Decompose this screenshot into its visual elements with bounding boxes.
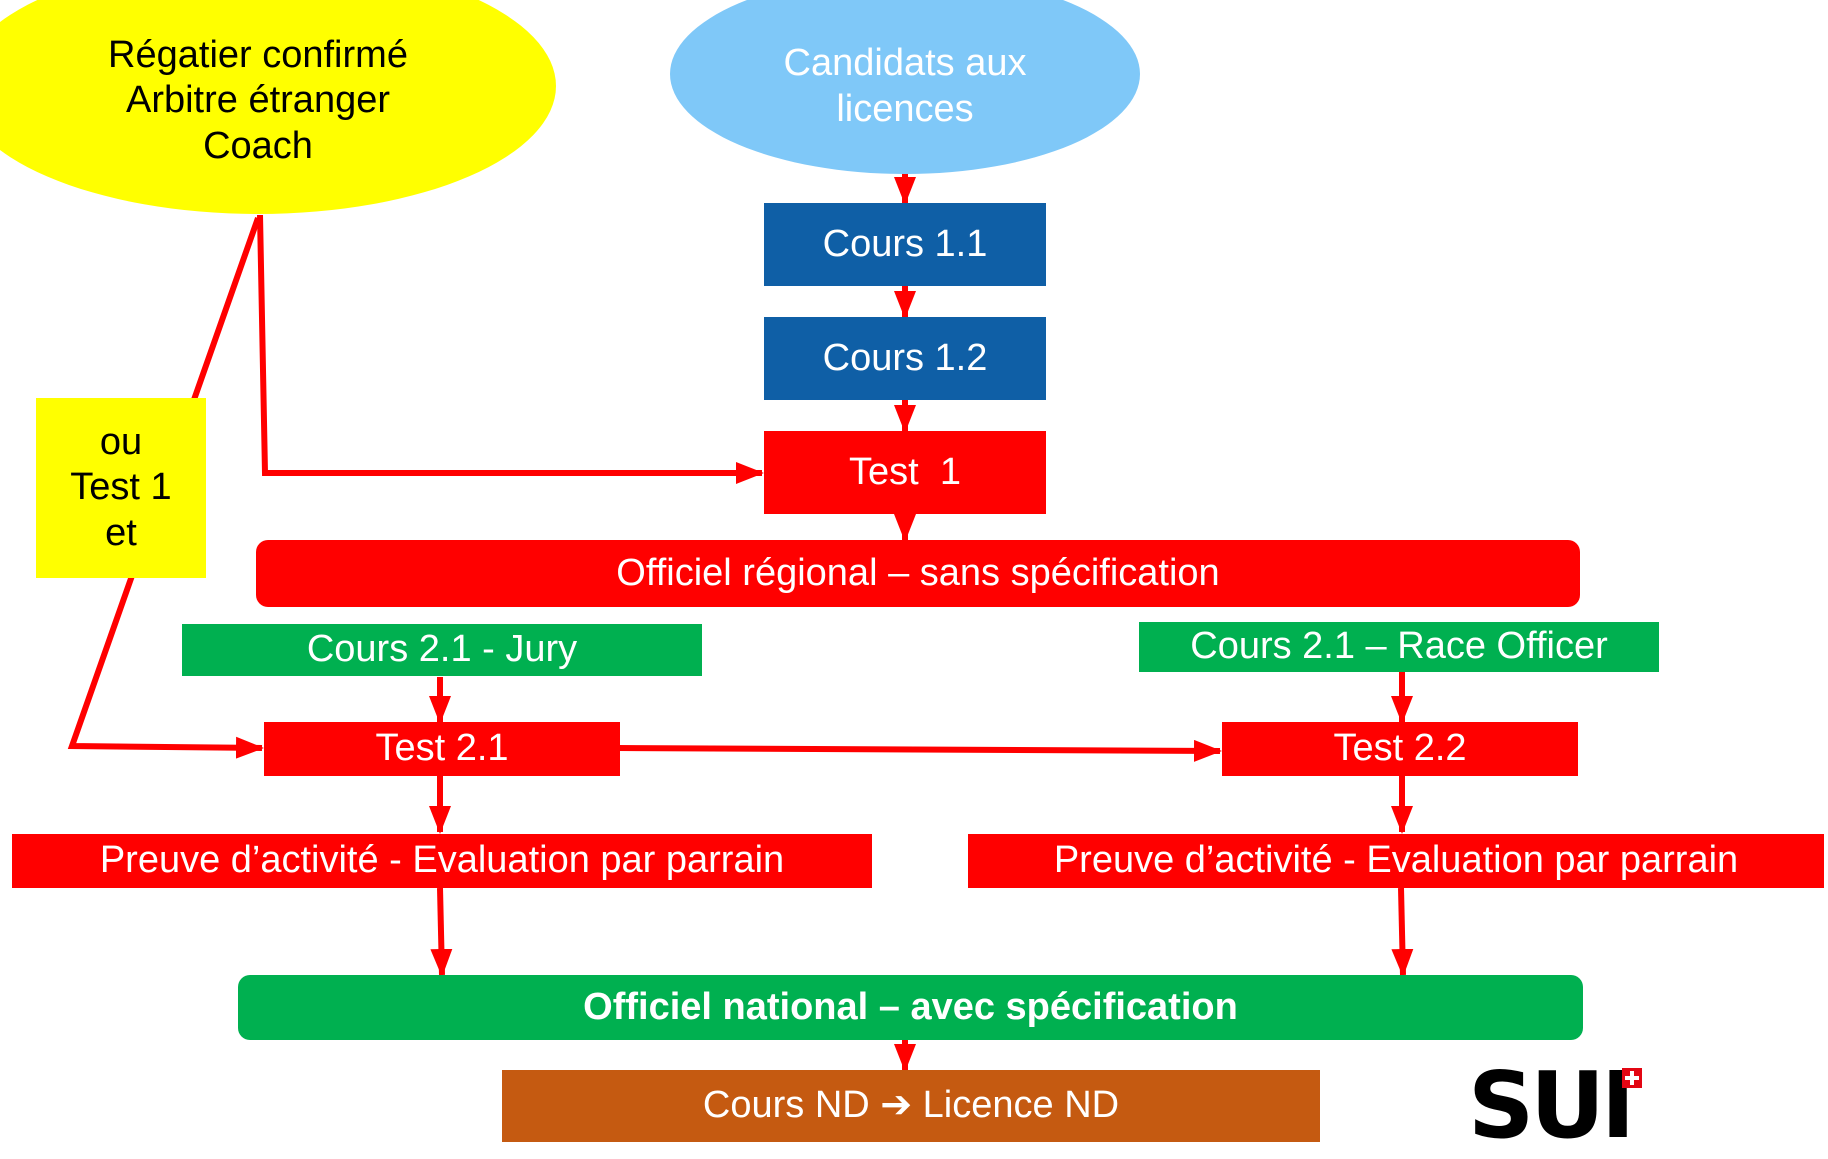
officiel-national-label: Officiel national – avec spécification <box>583 985 1238 1028</box>
officiel-regional-box: Officiel régional – sans spécification <box>256 540 1580 607</box>
regatier-line3: Coach <box>203 124 313 167</box>
arrow-preuve-national-left <box>430 887 453 977</box>
cours-1-2-box: Cours 1.2 <box>764 317 1046 400</box>
regatier-ellipse: Régatier confirmé Arbitre étranger Coach <box>0 0 556 214</box>
preuve-right-label: Preuve d’activité - Evaluation par parra… <box>1053 839 1739 882</box>
cours-1-2-label: Cours 1.2 <box>822 336 988 379</box>
ou-label: ou <box>99 420 143 463</box>
test-1-box: Test 1 <box>764 431 1046 514</box>
arrow-regatier-test1 <box>257 214 764 484</box>
officiel-regional-label: Officiel régional – sans spécification <box>616 551 1220 594</box>
ou-test1-et-box: ou Test 1 et <box>36 398 206 578</box>
candidats-line1: Candidats aux <box>783 42 1027 85</box>
regatier-line2: Arbitre étranger <box>125 79 390 122</box>
cours-2-1-race-label: Cours 2.1 – Race Officer <box>1190 625 1608 668</box>
officiel-national-box: Officiel national – avec spécification <box>238 975 1583 1040</box>
test-2-2-box: Test 2.2 <box>1222 722 1578 776</box>
cours-nd-box: Cours ND ➔ Licence ND <box>502 1070 1320 1142</box>
test-1-label: Test 1 <box>849 450 961 493</box>
regatier-line1: Régatier confirmé <box>108 33 408 76</box>
sui-logo-text: SUI <box>1468 1052 1635 1159</box>
et-label: et <box>105 511 137 554</box>
cours-2-1-jury-box: Cours 2.1 - Jury <box>182 624 702 676</box>
cours-1-1-box: Cours 1.1 <box>764 203 1046 286</box>
arrow-ou-test21 <box>67 217 264 759</box>
candidats-line2: licences <box>836 88 974 130</box>
preuve-right-box: Preuve d’activité - Evaluation par parra… <box>968 834 1824 888</box>
candidats-ellipse: Candidats aux licences <box>670 0 1140 174</box>
test-2-2-label: Test 2.2 <box>1333 727 1467 770</box>
arrow-test21-test22 <box>617 739 1222 762</box>
test-2-1-label: Test 2.1 <box>375 727 509 770</box>
preuve-left-box: Preuve d’activité - Evaluation par parra… <box>12 834 872 888</box>
cours-nd-label: Cours ND ➔ Licence ND <box>702 1084 1120 1127</box>
cours-2-1-race-box: Cours 2.1 – Race Officer <box>1139 622 1659 672</box>
sui-logo: SUI <box>1468 1060 1708 1152</box>
test-2-1-box: Test 2.1 <box>264 722 620 776</box>
cours-1-1-label: Cours 1.1 <box>822 222 988 265</box>
cours-2-1-jury-label: Cours 2.1 - Jury <box>306 628 578 671</box>
test1-label: Test 1 <box>70 466 172 509</box>
arrow-preuve-national-right <box>1391 887 1414 977</box>
preuve-left-label: Preuve d’activité - Evaluation par parra… <box>99 839 785 882</box>
swiss-flag-icon <box>1622 1068 1642 1088</box>
